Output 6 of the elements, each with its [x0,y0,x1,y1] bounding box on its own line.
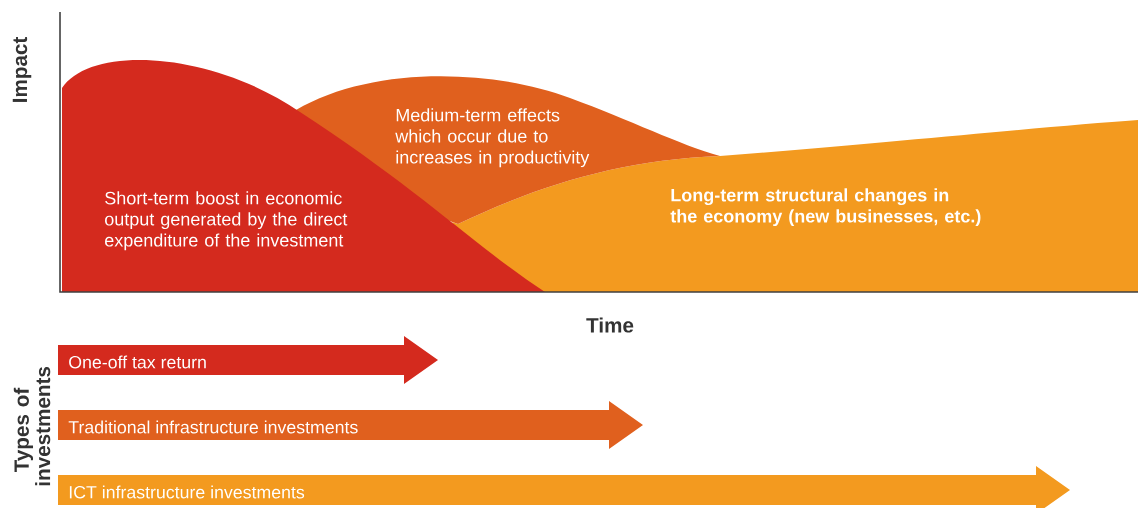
investment-bar: Traditional infrastructure investments [58,401,643,449]
axis-label: Impact [12,36,32,102]
axis-label: Types of investments [13,366,51,486]
axis-label: Time [586,317,634,333]
investment-bar: One-off tax return [58,336,438,384]
investment-bar: ICT infrastructure investments [58,466,1070,508]
